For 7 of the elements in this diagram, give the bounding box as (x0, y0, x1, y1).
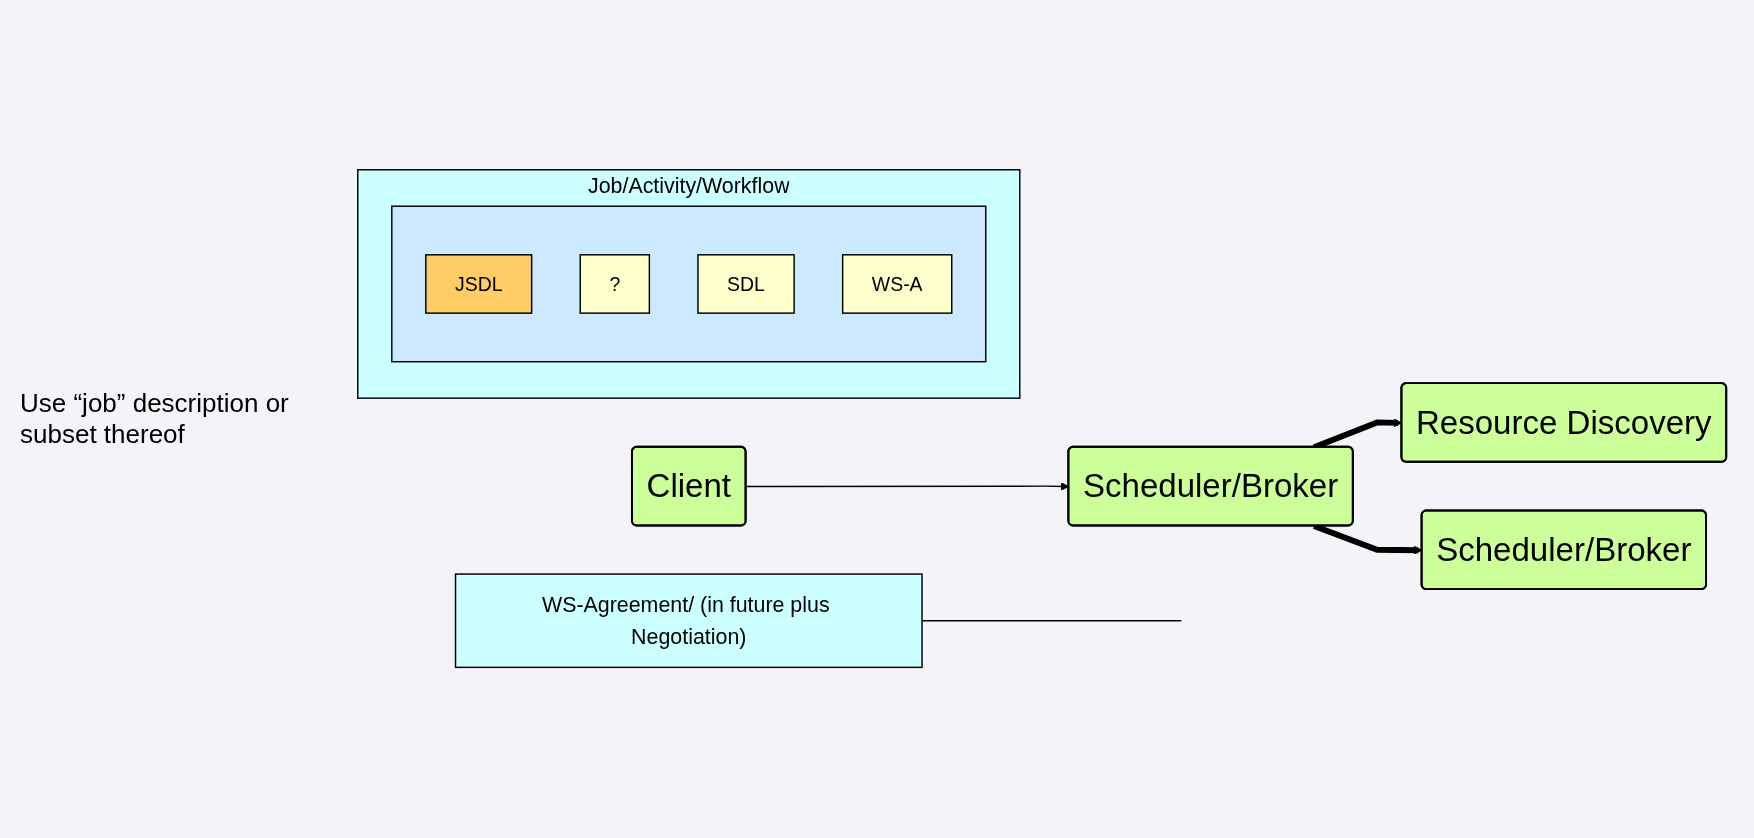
node-box: WS-A (841, 254, 953, 315)
node-box: SDL (697, 254, 795, 315)
node-box: JSDL (425, 254, 533, 315)
node-box: ? (579, 254, 651, 315)
cluster (391, 205, 987, 363)
note-text: Use “job” description or subset thereof (20, 388, 290, 450)
node-box: WS-Agreement/ (in future plus Negotiation) (454, 573, 923, 669)
